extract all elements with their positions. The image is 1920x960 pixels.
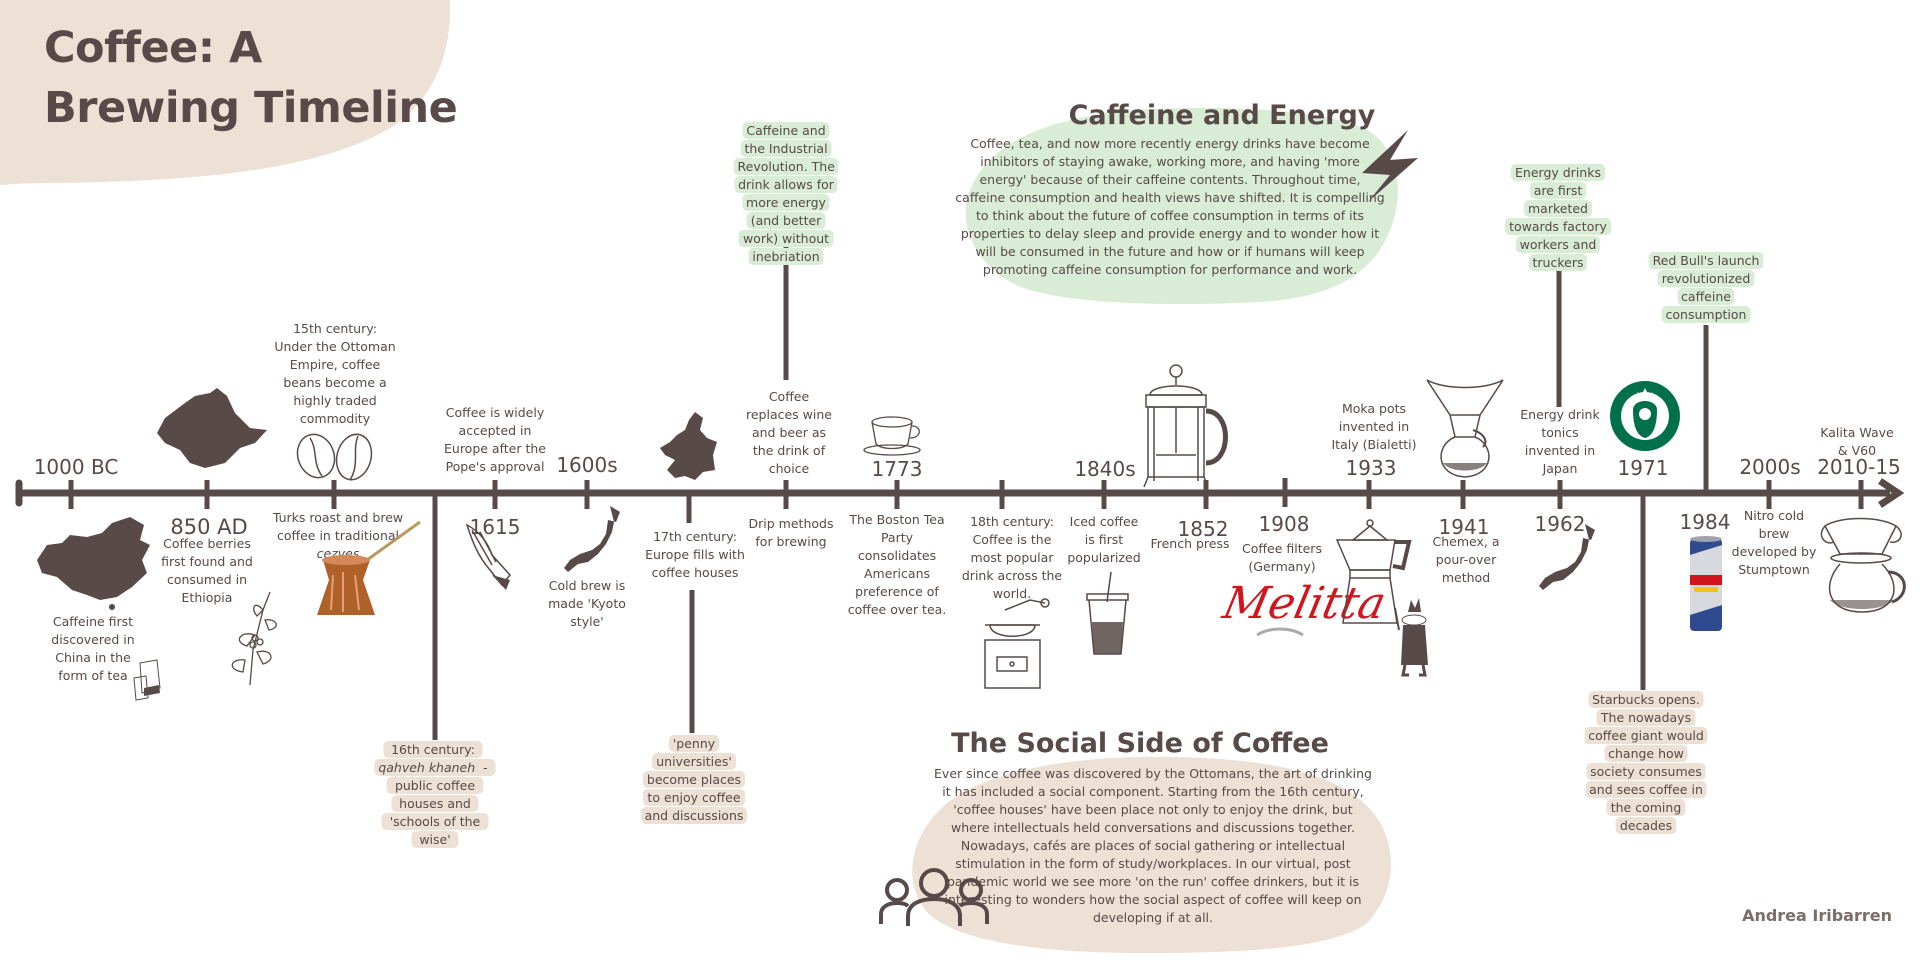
title-line-1: Coffee: A bbox=[44, 23, 262, 73]
callout-penny-universities: 'penny universities' become places to en… bbox=[639, 735, 749, 825]
year-1941: 1941 bbox=[1438, 515, 1490, 539]
cezves-text: Turks roast and brew coffee in tradition… bbox=[272, 510, 404, 543]
moka-pot-icon bbox=[1335, 519, 1412, 624]
event-french-press: French press bbox=[1150, 536, 1230, 551]
chemex-icon bbox=[1426, 379, 1504, 478]
energy-section-body: Coffee, tea, and now more recently energ… bbox=[955, 136, 1385, 277]
year-1840s: 1840s bbox=[1074, 457, 1136, 481]
callout-red-bull-text: Red Bull's launch revolutionized caffein… bbox=[1648, 252, 1764, 323]
ethiopia-map-icon bbox=[157, 388, 267, 468]
title-line-2: Brewing Timeline bbox=[44, 83, 458, 133]
callout-energy-drinks-marketed: Energy drinks are first marketed towards… bbox=[1503, 164, 1613, 272]
year-2010-15: 2010-15 bbox=[1817, 455, 1901, 479]
japan-map-icon-1962 bbox=[1539, 524, 1595, 590]
year-1984: 1984 bbox=[1679, 510, 1731, 534]
event-moka-pots: Moka pots invented in Italy (Bialetti) bbox=[1331, 401, 1417, 452]
red-bull-can-icon bbox=[1690, 536, 1722, 631]
melitta-logo-arc bbox=[1256, 627, 1304, 637]
coffee-beans-icon bbox=[296, 433, 373, 481]
year-1615: 1615 bbox=[469, 515, 521, 539]
coffee-plant-icon bbox=[231, 591, 277, 685]
event-caffeine-china: Caffeine first discovered in China in th… bbox=[51, 614, 135, 683]
people-group-icon bbox=[879, 868, 989, 926]
callout-starbucks-opens: Starbucks opens. The nowadays coffee gia… bbox=[1584, 691, 1709, 835]
event-europe-coffee-houses: 17th century: Europe fills with coffee h… bbox=[645, 529, 745, 580]
social-section-title: The Social Side of Coffee bbox=[951, 728, 1329, 759]
year-2000s: 2000s bbox=[1739, 455, 1801, 479]
event-chemex: Chemex, a pour-over method bbox=[1432, 534, 1500, 585]
energy-section-blob bbox=[965, 107, 1398, 305]
pour-over-dripper-icon bbox=[1820, 517, 1906, 613]
year-1962: 1962 bbox=[1534, 512, 1586, 536]
praying-hands-icon bbox=[465, 523, 511, 590]
china-map-icon bbox=[37, 517, 150, 610]
bialetti-mascot-icon bbox=[1394, 598, 1428, 677]
coffee-grinder-icon bbox=[984, 598, 1050, 689]
event-coffee-replaces-wine: Coffee replaces wine and beer as the dri… bbox=[746, 389, 832, 476]
event-nitro-cold-brew: Nitro cold brew developed by Stumptown bbox=[1731, 508, 1817, 577]
event-18th-century: 18th century: Coffee is the most popular… bbox=[961, 514, 1063, 601]
starbucks-logo-icon bbox=[1610, 381, 1680, 451]
callout-industrial-revolution: Caffeine and the Industrial Revolution. … bbox=[733, 122, 839, 266]
callout-connectors bbox=[432, 233, 1709, 740]
callout-starbucks-text: Starbucks opens. The nowadays coffee gia… bbox=[1584, 691, 1708, 834]
callout-qahveh-khaneh: 16th century: qahveh khaneh - public cof… bbox=[373, 741, 498, 849]
event-pope-approval: Coffee is widely accepted in Europe afte… bbox=[444, 405, 546, 474]
year-1908: 1908 bbox=[1258, 512, 1310, 536]
year-1000bc: 1000 BC bbox=[33, 455, 119, 479]
event-kyoto-cold-brew: Cold brew is made 'Kyoto style' bbox=[548, 578, 626, 629]
energy-section-title: Caffeine and Energy bbox=[1068, 100, 1376, 131]
timeline-arrow-head bbox=[1878, 478, 1905, 508]
author-credit: Andrea Iribarren bbox=[1742, 906, 1892, 925]
callout-qahveh-prefix: 16th century: bbox=[387, 741, 479, 758]
social-section-body: Ever since coffee was discovered by the … bbox=[934, 766, 1372, 925]
social-section-blob bbox=[912, 756, 1392, 953]
iced-coffee-icon bbox=[1086, 572, 1129, 655]
callout-red-bull-launch: Red Bull's launch revolutionized caffein… bbox=[1648, 252, 1764, 324]
callout-penny-text: 'penny universities' become places to en… bbox=[640, 735, 748, 824]
year-1852: 1852 bbox=[1177, 517, 1229, 541]
event-ethiopia: Coffee berries first found and consumed … bbox=[161, 536, 253, 605]
year-1773: 1773 bbox=[871, 457, 923, 481]
event-iced-coffee: Iced coffee is first popularized bbox=[1067, 514, 1141, 565]
event-boston-tea-party: The Boston Tea Party consolidates Americ… bbox=[847, 512, 947, 617]
tea-bag-icon bbox=[133, 659, 161, 701]
french-press-icon bbox=[1143, 364, 1228, 488]
year-1971: 1971 bbox=[1617, 456, 1669, 480]
year-850ad: 850 AD bbox=[170, 515, 248, 539]
callout-qahveh-term: qahveh khaneh bbox=[378, 760, 476, 775]
cezve-icon bbox=[317, 520, 421, 615]
event-coffee-filters: Coffee filters (Germany) bbox=[1242, 541, 1322, 574]
title-background-blob bbox=[0, 0, 451, 185]
callout-industrial-text: Caffeine and the Industrial Revolution. … bbox=[733, 122, 839, 265]
timeline-ticks bbox=[68, 478, 1864, 523]
event-ottoman-trade: 15th century: Under the Ottoman Empire, … bbox=[274, 321, 396, 426]
japan-map-icon bbox=[564, 506, 620, 572]
event-energy-tonics-japan: Energy drink tonics invented in Japan bbox=[1520, 407, 1600, 476]
europe-map-icon bbox=[660, 412, 717, 480]
teacup-icon bbox=[863, 416, 921, 456]
event-kalita-v60: Kalita Wave & V60 bbox=[1820, 425, 1894, 458]
callout-energy-drinks-text: Energy drinks are first marketed towards… bbox=[1505, 164, 1611, 271]
lightning-bolt-icon bbox=[1362, 130, 1418, 202]
year-1600s: 1600s bbox=[556, 453, 618, 477]
page-title: Coffee: A Brewing Timeline bbox=[44, 18, 458, 138]
event-drip-methods: Drip methods for brewing bbox=[748, 516, 834, 549]
year-1933: 1933 bbox=[1345, 456, 1397, 480]
